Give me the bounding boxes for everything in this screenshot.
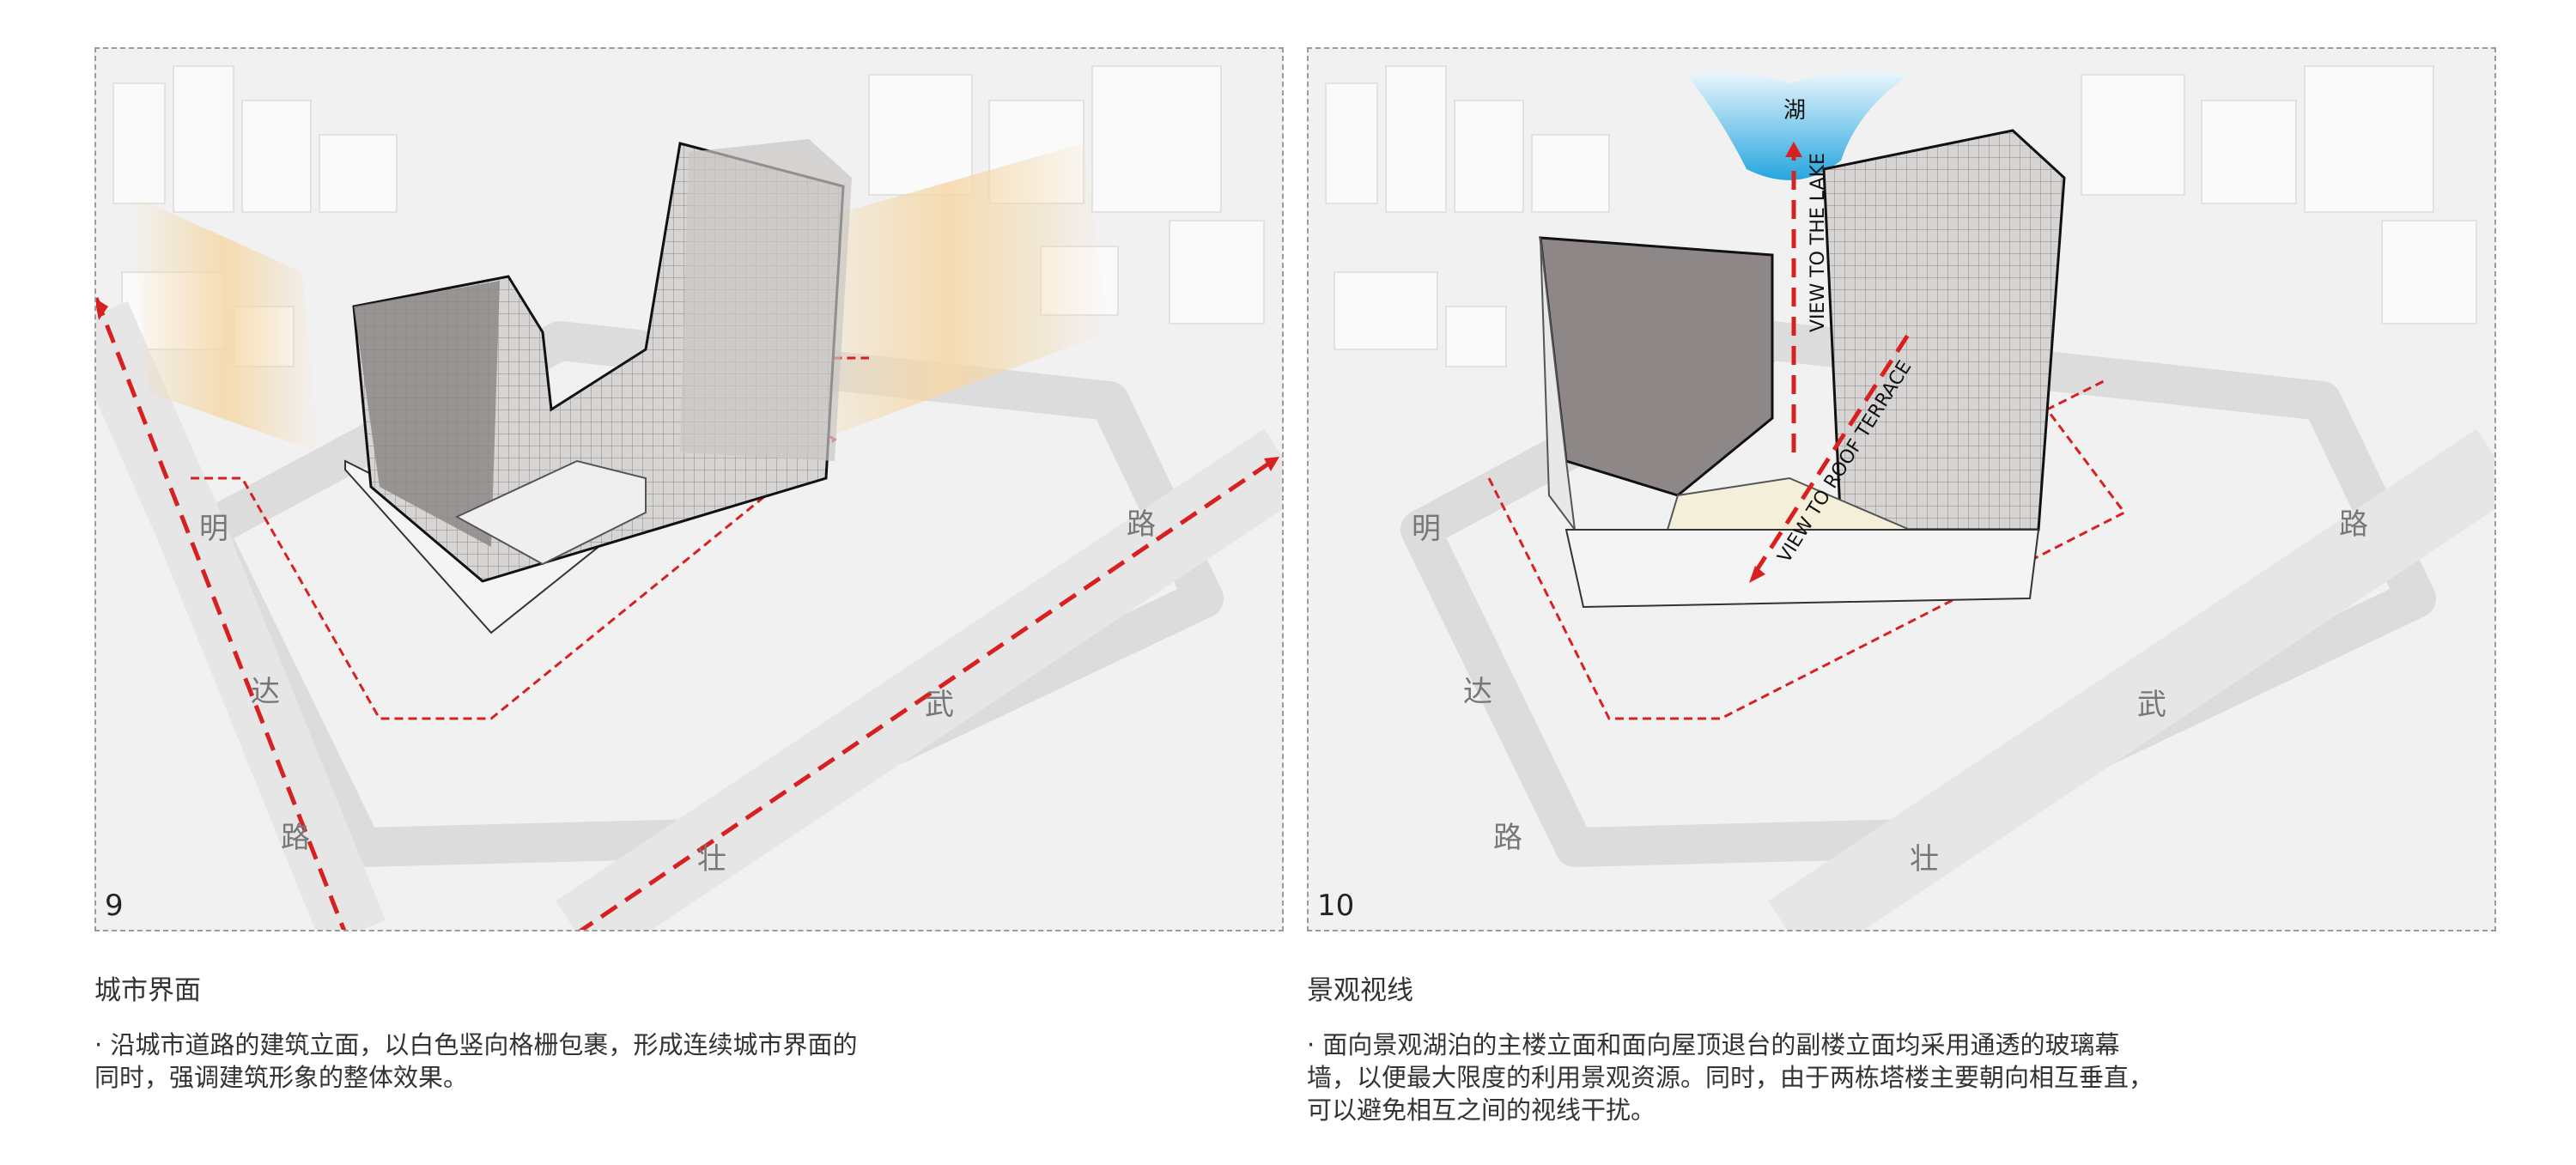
road-label: 明 bbox=[199, 512, 228, 546]
caption-line: · 面向景观湖泊的主楼立面和面向屋顶退台的副楼立面均采用通透的玻璃幕 bbox=[1307, 1030, 2120, 1059]
road-label: 达 bbox=[251, 675, 280, 709]
caption-line: 同时，强调建筑形象的整体效果。 bbox=[94, 1063, 469, 1092]
diagram-panel-10: 湖 VIEW TO THE LAKE VIEW TO ROOF TERRACE … bbox=[1307, 47, 2496, 931]
view-label-lake: VIEW TO THE LAKE bbox=[1807, 153, 1829, 332]
sunlight-glow-left bbox=[131, 195, 319, 452]
street-axis-line bbox=[578, 458, 1274, 930]
caption-body: · 面向景观湖泊的主楼立面和面向屋顶退台的副楼立面均采用通透的玻璃幕 墙，以便最… bbox=[1307, 1028, 2372, 1126]
road-label: 武 bbox=[925, 688, 954, 722]
road-label: 路 bbox=[2339, 507, 2368, 542]
lake-label: 湖 bbox=[1783, 98, 1806, 124]
lake bbox=[1686, 71, 1910, 180]
caption-line: 可以避免相互之间的视线干扰。 bbox=[1307, 1095, 1656, 1125]
caption-title: 景观视线 bbox=[1307, 975, 1413, 1006]
sunlight-glow-right bbox=[783, 143, 1109, 444]
road-label: 壮 bbox=[1910, 842, 1939, 877]
site-boundary bbox=[191, 356, 869, 720]
road bbox=[188, 321, 1224, 867]
diagram-panel-9: 明 达 路 武 壮 路 9 bbox=[94, 47, 1284, 931]
caption-line: 墙，以便最大限度的利用景观资源。同时，由于两栋塔楼主要朝向相互垂直， bbox=[1307, 1063, 2154, 1092]
panel-number: 9 bbox=[105, 889, 124, 923]
building bbox=[352, 139, 852, 583]
panel-number: 10 bbox=[1317, 889, 1355, 923]
site-boundary bbox=[1487, 378, 2127, 720]
road-label: 路 bbox=[1493, 821, 1522, 855]
view-line-terrace bbox=[1753, 331, 1912, 574]
street-axis-line bbox=[96, 297, 347, 930]
caption-line: · 沿城市道路的建筑立面，以白色竖向格栅包裹，形成连续城市界面的 bbox=[94, 1030, 858, 1059]
view-corridor-diagram: 湖 VIEW TO THE LAKE VIEW TO ROOF TERRACE … bbox=[1325, 65, 2494, 930]
road-label: 壮 bbox=[697, 842, 726, 877]
road-label: 路 bbox=[1127, 507, 1156, 542]
urban-interface-diagram: 明 达 路 武 壮 路 bbox=[96, 65, 1282, 930]
road-label: 武 bbox=[2137, 688, 2166, 722]
caption-body: · 沿城市道路的建筑立面，以白色竖向格栅包裹，形成连续城市界面的 同时，强调建筑… bbox=[94, 1028, 1159, 1094]
caption-title: 城市界面 bbox=[94, 975, 201, 1006]
road-label: 达 bbox=[1463, 675, 1492, 709]
road-label: 路 bbox=[281, 821, 310, 855]
context-buildings bbox=[1325, 65, 2477, 367]
building bbox=[1539, 129, 2066, 609]
road-label: 明 bbox=[1412, 512, 1441, 546]
